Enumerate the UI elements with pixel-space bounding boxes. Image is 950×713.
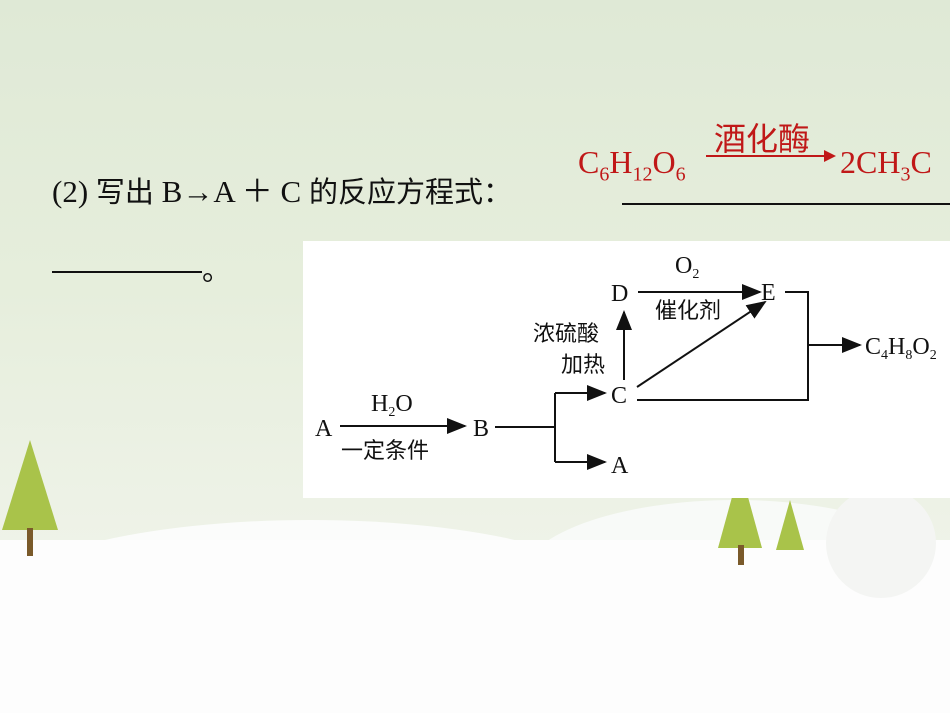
label-oxygen: O2 [675, 253, 699, 282]
node-a-product: A [611, 453, 629, 479]
snowball-decoration [826, 488, 936, 598]
question-number: (2) [52, 174, 96, 209]
period: 。 [202, 253, 232, 287]
tree-trunk [27, 528, 33, 556]
answer-arrow [706, 150, 836, 162]
label-water: H2O [371, 391, 413, 420]
answer-blank-line [622, 203, 950, 205]
answer-reactant: C6H12O6 [578, 144, 686, 186]
label-conc-sulfuric-acid: 浓硫酸 [533, 322, 599, 347]
reaction-diagram: A B C A D E H2O 一定条件 浓硫酸 加热 O2 催化剂 C4H8O… [303, 241, 950, 498]
answer-blank-line [52, 271, 202, 273]
tree-trunk [738, 545, 744, 565]
node-c: C [611, 383, 627, 409]
snow-ground [0, 540, 950, 713]
arrow-c-e [636, 300, 767, 388]
tree-decoration [2, 440, 58, 530]
label-condition: 一定条件 [341, 439, 429, 464]
node-b: B [473, 416, 489, 442]
question-reaction: B→A ＋ C [153, 174, 309, 209]
answer-condition: 酒化酶 [714, 120, 811, 158]
question-write: 写出 [95, 175, 154, 209]
answer-product: 2CH3C [840, 144, 932, 186]
label-heating: 加热 [561, 353, 605, 378]
node-product: C4H8O2 [865, 334, 937, 363]
node-d: D [611, 281, 628, 307]
node-e: E [761, 280, 776, 306]
node-a: A [315, 416, 333, 442]
question-text: (2) 写出 B→A ＋ C 的反应方程式： [52, 166, 512, 211]
question-suffix: 的反应方程式： [308, 175, 512, 209]
label-catalyst: 催化剂 [655, 299, 721, 324]
tree-decoration [776, 500, 804, 550]
